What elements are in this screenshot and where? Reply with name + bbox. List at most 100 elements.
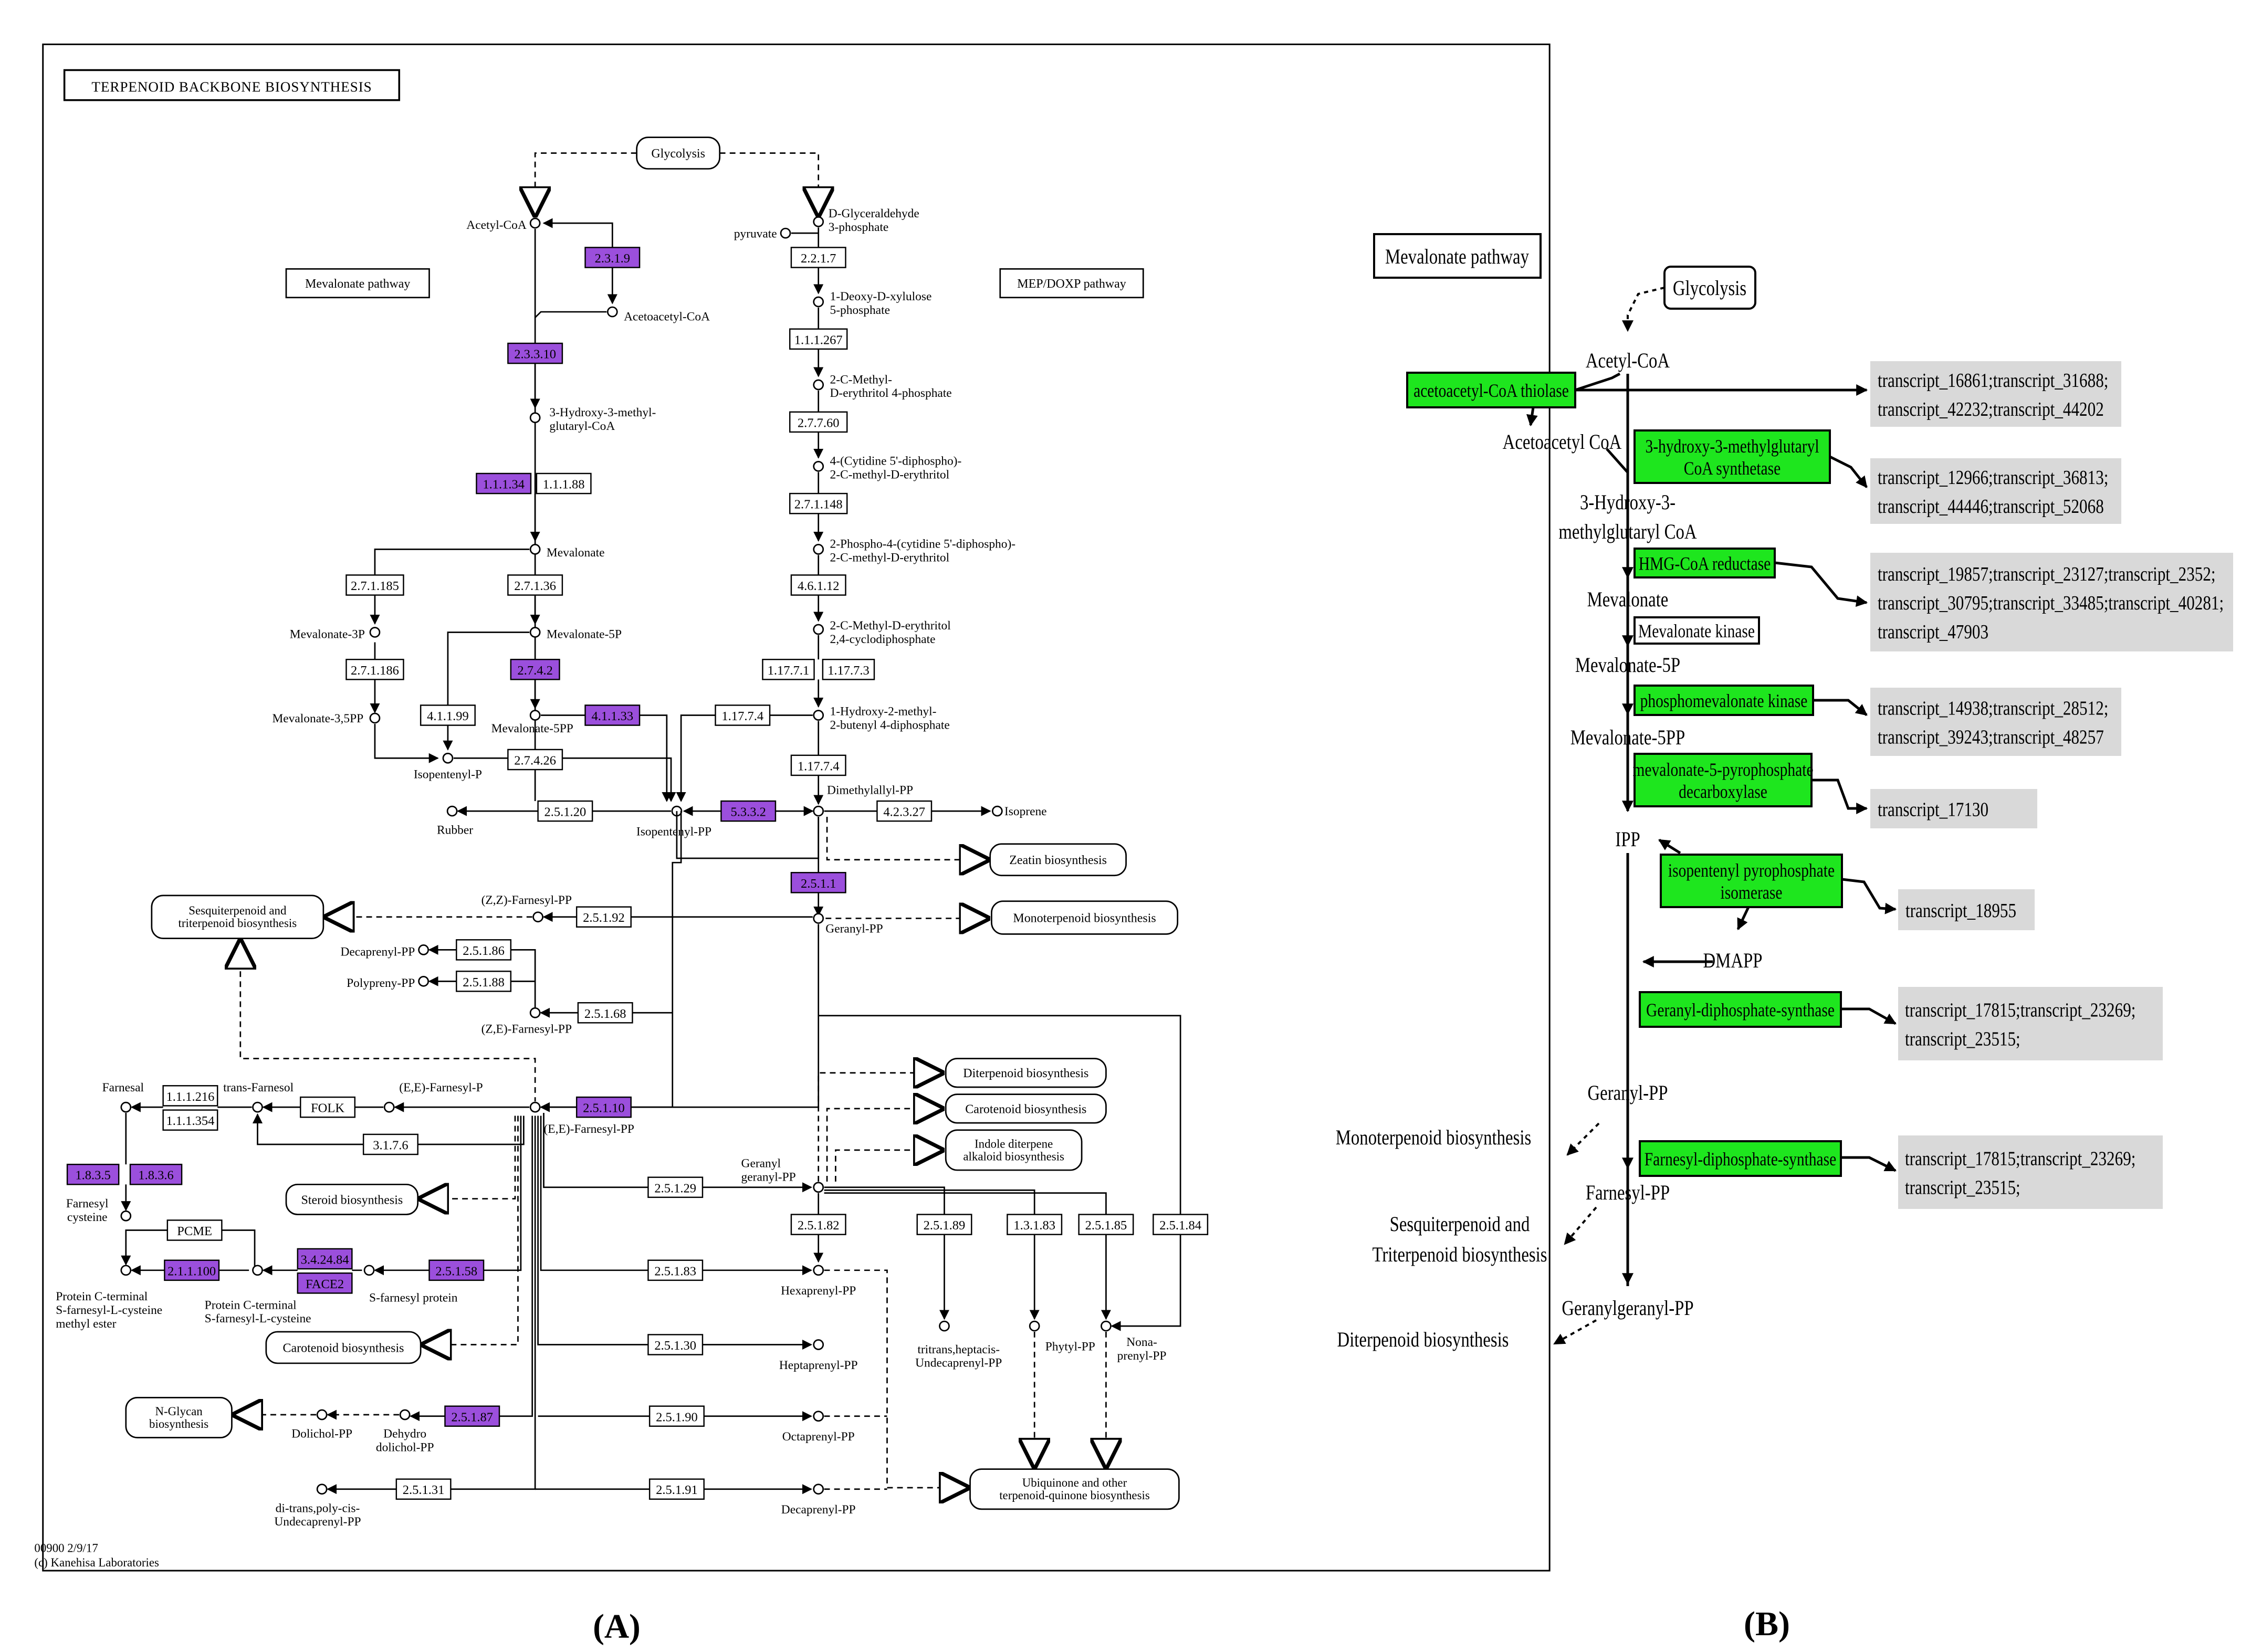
enzyme-e41199: 4.1.1.99 (420, 704, 476, 726)
compound-node-pcfc (252, 1265, 263, 1276)
enzyme-label: 2.5.1.92 (583, 911, 625, 925)
compound-label-cdpmep: 2-C-methyl-D-erythritol (830, 551, 950, 565)
compound-node-nonaprenylpp (1101, 1320, 1112, 1332)
reaction-line (1736, 906, 1750, 930)
enzyme-label: 2.2.1.7 (801, 251, 836, 266)
compound-node-dolichol (316, 1409, 328, 1420)
enzyme-e25189: 2.5.1.89 (916, 1214, 972, 1235)
compound-node-rubber (446, 805, 458, 817)
compound-node-cdpme (813, 460, 824, 472)
compound-label-heptaprenylpp: Heptaprenyl-PP (779, 1359, 858, 1372)
compound-label-dolichol: Dolichol-PP (291, 1427, 352, 1441)
reaction-line (447, 632, 530, 707)
reaction-line (1606, 448, 1629, 486)
compound-label-dehydrodol: dolichol-PP (376, 1441, 434, 1455)
compound-label-farnesylcys: Farnesyl (66, 1197, 109, 1211)
enzyme-label: 4.6.1.12 (798, 579, 840, 593)
enzyme-e342484: 3.4.24.84 (297, 1248, 353, 1270)
transcript-box-gpps (1898, 987, 2163, 1060)
reaction-line (374, 549, 530, 575)
reaction-line (222, 1229, 256, 1266)
enzyme-label: 2.5.1.10 (583, 1101, 625, 1116)
compound-label-eefpp: (E,E)-Farnesyl-PP (544, 1122, 634, 1136)
enzyme-box (507, 749, 563, 771)
compound-node-mev3p (369, 627, 381, 638)
map-box-diterp (945, 1058, 1107, 1088)
map-label-mevalonate_pw: Mevalonate pathway (305, 277, 410, 291)
map-box-monoterp (991, 900, 1179, 935)
enzyme-label: 2.5.1.29 (654, 1181, 696, 1195)
enzyme-label: 1.8.3.6 (138, 1169, 173, 1183)
map-label-sesqui: Sesquiterpenoid and (189, 904, 287, 917)
enzyme-label: 1.17.7.4 (721, 709, 763, 723)
compound-label-ggpp: Geranyl (741, 1157, 781, 1171)
enzyme-e25183: 2.5.1.83 (647, 1259, 704, 1281)
compound-node-ditrans (316, 1483, 328, 1495)
enzyme-label: 1.1.1.267 (794, 333, 843, 347)
reaction-line (121, 1229, 167, 1266)
map-box-indole (945, 1129, 1083, 1171)
transcript-label-gpps: transcript_23515; (1905, 1028, 2020, 1050)
enzyme-label: 2.5.1.1 (801, 877, 836, 891)
compound-node-g3p (813, 216, 824, 227)
enzyme-label-thiolase: acetoacetyl-CoA thiolase (1413, 381, 1569, 401)
caption-a: (A) (593, 1608, 641, 1646)
compound-node-farnesylcys (120, 1210, 132, 1222)
enzyme-e25185: 2.5.1.85 (1078, 1214, 1134, 1235)
compound-label-rubber: Rubber (437, 824, 473, 837)
map-label-zeatin: Zeatin biosynthesis (1009, 854, 1107, 867)
reaction-line (1553, 1319, 1597, 1345)
compound-mevalonate: Mevalonate (1587, 587, 1669, 611)
compound-label-octaprenylpp: Octaprenyl-PP (782, 1430, 855, 1444)
compound-label-dmapp: Dimethylallyl-PP (827, 783, 913, 797)
compound-label-hmgcoa: 3-Hydroxy-3-methyl- (549, 406, 656, 419)
enzyme-e25186: 2.5.1.86 (456, 939, 512, 961)
map-label-ubiquinone: Ubiquinone and other (1022, 1476, 1127, 1489)
compound-label-sfarnprot: S-farnesyl protein (369, 1291, 458, 1305)
mevalonate-pathway-title: Mevalonate pathway (1385, 245, 1530, 268)
enzyme-box (162, 1109, 218, 1131)
compound-label-mecpp: 2,4-cyclodiphosphate (830, 633, 936, 646)
enzyme-label: 1.1.1.216 (166, 1090, 214, 1104)
compound-node-dmapp (813, 805, 824, 817)
compound-label-acetylcoa: Acetyl-CoA (466, 218, 527, 232)
reaction-line (824, 1186, 945, 1215)
compound-label-cdpmep: 2-Phospho-4-(cytidine 5'-diphospho)- (830, 538, 1016, 551)
compound-label-hmgcoa: glutaryl-CoA (549, 419, 615, 433)
compound-node-mep (813, 379, 824, 391)
compound-node-zzfpp (532, 911, 543, 923)
enzyme-label: PCME (177, 1224, 212, 1238)
compound-label-transfarnesol: trans-Farnesol (223, 1081, 294, 1095)
enzyme-box (577, 1002, 633, 1024)
enzyme-e11774b: 1.17.7.4 (790, 754, 846, 776)
compound-node-phytylpp (1029, 1320, 1040, 1332)
enzyme-e2217: 2.2.1.7 (790, 247, 846, 268)
compound-sesqui: Sesquiterpenoid and (1390, 1212, 1530, 1236)
compound-node-dxp (813, 296, 824, 308)
transcript-label-idi: transcript_18955 (1905, 899, 2016, 922)
enzyme-e25120: 2.5.1.20 (537, 800, 593, 822)
enzyme-box (162, 1085, 218, 1107)
enzyme-e5332: 5.3.3.2 (720, 800, 777, 822)
map-label-carot1: Carotenoid biosynthesis (965, 1102, 1086, 1116)
compound-mev5p: Mevalonate-5P (1575, 653, 1680, 677)
map-box-mevalonate_pw (285, 268, 430, 299)
enzyme-label: 3.4.24.84 (301, 1253, 349, 1267)
enzyme-e25184: 2.5.1.84 (1153, 1214, 1209, 1235)
enzyme-e25131: 2.5.1.31 (395, 1478, 452, 1500)
compound-label-dxp: 1-Deoxy-D-xylulose (830, 290, 932, 303)
enzyme-e111354: 1.1.1.354 (162, 1109, 218, 1131)
enzyme-label: 1.1.1.354 (166, 1114, 214, 1128)
enzyme-e41133: 4.1.1.33 (584, 704, 641, 726)
reaction-line (240, 941, 536, 1102)
enzyme-label: 2.5.1.82 (798, 1218, 840, 1233)
transcript-label-mvd: transcript_17130 (1878, 798, 1988, 821)
reaction-line (499, 1116, 533, 1417)
enzyme-label: 4.1.1.33 (591, 709, 633, 723)
enzyme-efolk: FOLK (300, 1096, 356, 1118)
enzyme-e2319: 2.3.1.9 (584, 247, 641, 268)
reaction-line (826, 1109, 941, 1182)
reaction-line (535, 311, 607, 318)
enzyme-eface2: FACE2 (297, 1272, 353, 1294)
transcript-label-thiolase: transcript_16861;transcript_31688; (1878, 369, 2108, 392)
